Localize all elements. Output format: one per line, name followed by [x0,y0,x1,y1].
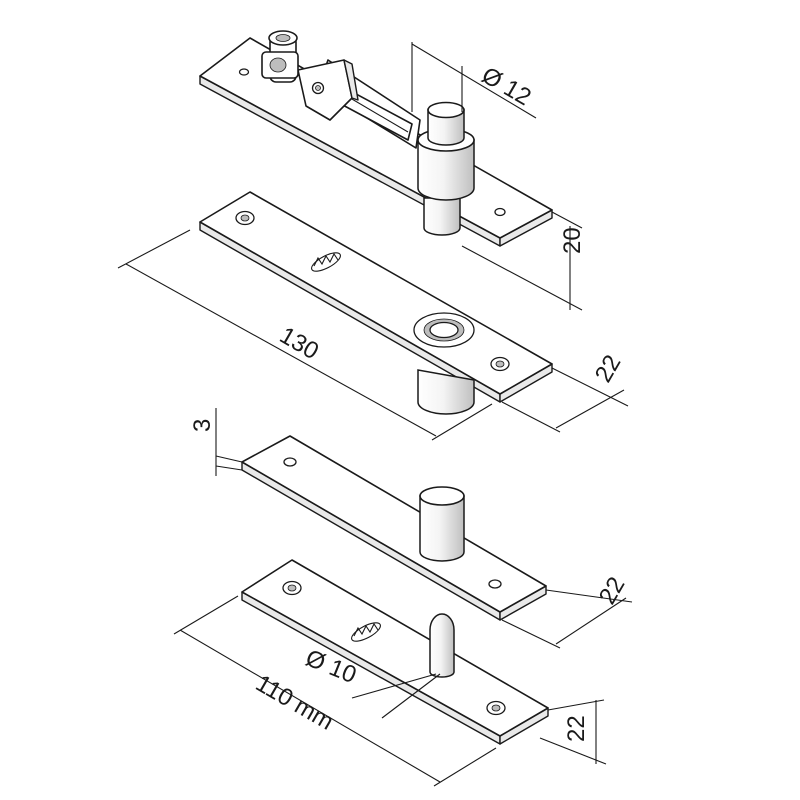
adjustment-bracket [297,59,359,121]
dim-bottom-width-lower-label: 22 [563,715,590,742]
top-base-plate [199,191,553,403]
bottom-lower-pin [429,613,455,678]
top-arm-lower-pin [423,197,461,236]
dim-top-length-label: 130 [275,322,323,365]
dim-bottom-thickness: 3 [189,408,243,476]
brand-logo-top [311,252,341,272]
top-base-bottom-pin [417,369,475,415]
dim-top-height: 20 [461,211,586,311]
dim-bottom-thickness-label: 3 [189,419,216,432]
dim-top-width-label: 22 [590,350,627,387]
dim-bottom-length-label: 110 mm [251,670,338,736]
bottom-upper-plate [241,435,547,621]
bottom-lower-plate [241,559,549,745]
top-pivot-assembly: Ø 12 20 130 22 [117,30,629,441]
dim-top-height-label: 20 [559,227,586,254]
bottom-pivot-assembly: 3 22 [173,408,633,787]
top-pivot-sleeve [417,101,475,201]
dim-bottom-width-lower: 22 [539,699,607,765]
adjustment-screw [261,30,299,83]
dim-top-pin-diameter-label: Ø 12 [477,62,536,111]
bottom-upper-pin [419,486,465,562]
brand-logo-bottom [351,622,381,642]
dim-bottom-width-upper-label: 22 [594,572,631,609]
